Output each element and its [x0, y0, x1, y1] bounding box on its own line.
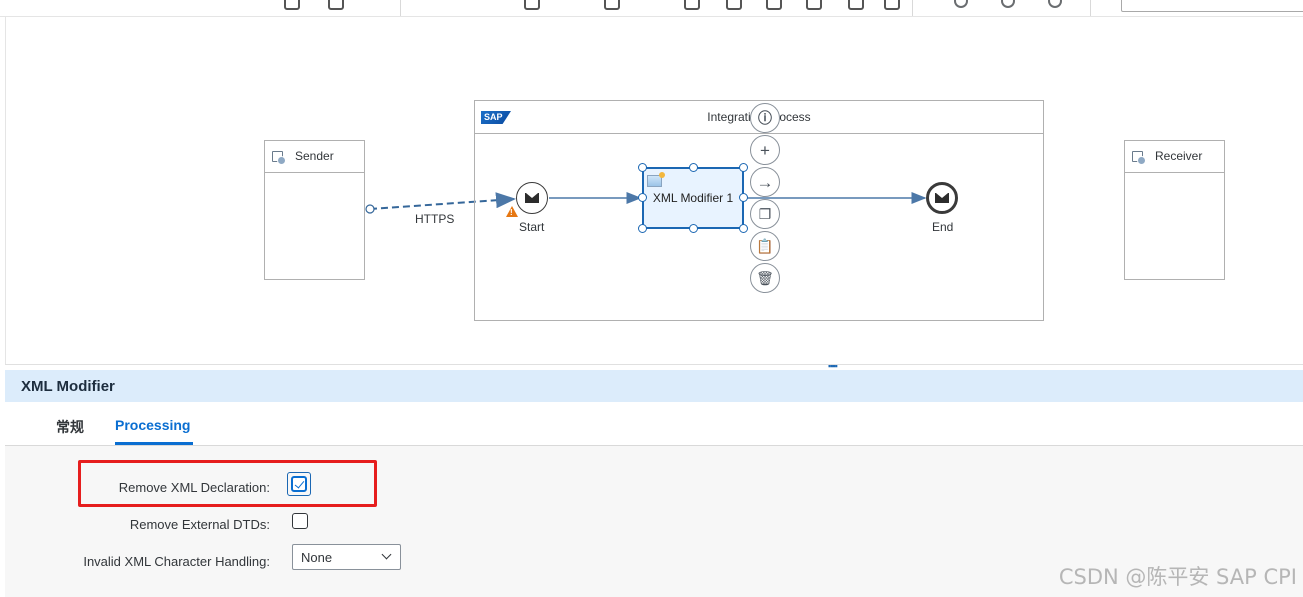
active-tab-indicator	[115, 442, 193, 445]
end-event[interactable]	[926, 182, 958, 214]
toolbar-tool-icon[interactable]	[806, 0, 822, 10]
remove-xml-declaration-label: Remove XML Declaration:	[118, 480, 270, 495]
annotation-highlight-box	[78, 460, 377, 507]
focus-ring	[287, 472, 311, 496]
end-label: End	[932, 220, 954, 234]
zoom-out-icon[interactable]	[954, 0, 968, 8]
toolbar-tool-icon[interactable]	[328, 0, 344, 10]
xml-modifier-step-label: XML Modifier 1	[652, 191, 734, 205]
toolbar-tool-icon[interactable]	[684, 0, 700, 10]
connect-arrow-icon[interactable]: →	[750, 167, 780, 197]
sender-pool-header: Sender	[265, 141, 364, 173]
start-label: Start	[519, 220, 545, 234]
resize-handle[interactable]	[689, 224, 698, 233]
splitter-grip-icon[interactable]: ▪▪▪▪	[828, 361, 838, 371]
toolbar-tool-icon[interactable]	[848, 0, 864, 10]
toolbar-tool-icon[interactable]	[766, 0, 782, 10]
sender-connection-line	[369, 192, 516, 210]
resize-handle[interactable]	[739, 163, 748, 172]
toolbar-separator	[912, 0, 913, 16]
toolbar-tool-icon[interactable]	[884, 0, 900, 10]
receiver-pool-header: Receiver	[1125, 141, 1224, 173]
resize-handle[interactable]	[739, 193, 748, 202]
xml-modifier-step[interactable]: XML Modifier 1	[642, 167, 744, 229]
invalid-char-handling-value: None	[301, 550, 333, 565]
remove-external-dtds-checkbox[interactable]	[292, 513, 308, 529]
processing-form	[5, 446, 1303, 597]
receiver-pool[interactable]: Receiver	[1124, 140, 1225, 280]
message-envelope-icon	[525, 193, 539, 203]
search-input[interactable]	[1121, 0, 1303, 12]
invalid-char-handling-label: Invalid XML Character Handling:	[83, 554, 270, 569]
properties-tabbar: 常规 Processing	[5, 402, 1303, 446]
tab-general[interactable]: 常规	[56, 419, 84, 435]
participant-icon	[272, 151, 286, 165]
connection-anchor	[365, 204, 375, 214]
receiver-label: Receiver	[1155, 149, 1203, 163]
zoom-in-icon[interactable]	[1001, 0, 1015, 8]
remove-external-dtds-label: Remove External DTDs:	[129, 517, 270, 532]
message-envelope-icon	[935, 193, 949, 203]
toolbar-tool-icon[interactable]	[726, 0, 742, 10]
toolbar-separator	[400, 0, 401, 16]
fit-zoom-icon[interactable]	[1048, 0, 1062, 8]
xml-modifier-step-icon	[647, 172, 665, 187]
toolbar-tool-icon[interactable]	[524, 0, 540, 10]
resize-handle[interactable]	[638, 163, 647, 172]
warning-icon[interactable]: !	[506, 206, 518, 217]
resize-handle[interactable]	[638, 224, 647, 233]
sender-pool[interactable]: Sender	[264, 140, 365, 280]
top-toolbar	[0, 0, 1303, 17]
sap-logo-icon: SAP	[481, 111, 511, 124]
toolbar-tool-icon[interactable]	[604, 0, 620, 10]
resize-handle[interactable]	[689, 163, 698, 172]
tab-processing[interactable]: Processing	[115, 417, 191, 433]
warning-glyph: !	[510, 208, 513, 217]
info-icon[interactable]: ⓘ	[750, 103, 780, 133]
participant-icon	[1132, 151, 1146, 165]
toolbar-separator	[1090, 0, 1091, 16]
resize-handle[interactable]	[638, 193, 647, 202]
start-event[interactable]	[516, 182, 548, 214]
paste-icon[interactable]: 📋	[750, 231, 780, 261]
add-icon[interactable]: +	[750, 135, 780, 165]
watermark: CSDN @陈平安 SAP CPI	[1058, 565, 1297, 589]
delete-icon[interactable]: 🗑	[750, 263, 780, 293]
properties-panel-title: XML Modifier	[21, 378, 115, 395]
invalid-char-handling-select[interactable]: None	[292, 544, 401, 570]
https-connection-label: HTTPS	[415, 212, 455, 226]
panel-splitter[interactable]	[5, 364, 1303, 371]
properties-panel-header: XML Modifier	[5, 370, 1303, 402]
toolbar-tool-icon[interactable]	[284, 0, 300, 10]
chevron-down-icon	[381, 549, 392, 560]
remove-xml-declaration-checkbox[interactable]	[291, 476, 307, 492]
copy-icon[interactable]: ❐	[750, 199, 780, 229]
resize-handle[interactable]	[739, 224, 748, 233]
sender-label: Sender	[295, 149, 334, 163]
